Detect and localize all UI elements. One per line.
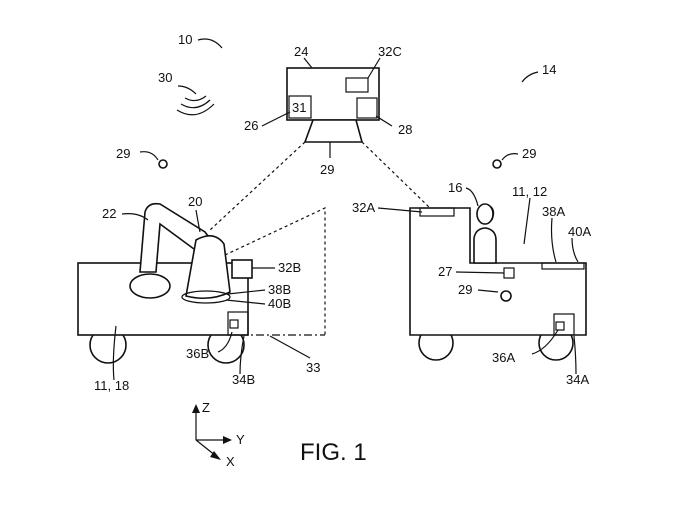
label-hub-right: 28	[398, 122, 412, 137]
label-right-cart: 11, 12	[512, 184, 547, 199]
hub-display	[345, 77, 369, 93]
label-robot-head: 20	[188, 194, 202, 209]
label-beacon-right: 29	[522, 146, 536, 161]
label-left-34: 34B	[232, 372, 255, 387]
figure-caption: FIG. 1	[300, 439, 367, 466]
label-beacon-cart: 29	[458, 282, 472, 297]
projection-line-right	[361, 141, 431, 209]
robot-pad	[181, 290, 231, 304]
label-left-40: 40B	[268, 296, 291, 311]
robot-base	[129, 273, 171, 299]
label-left-display: 32B	[278, 260, 301, 275]
label-robot-arm: 22	[102, 206, 116, 221]
robot-head	[185, 235, 231, 300]
label-right-38: 38A	[542, 204, 565, 219]
label-hub-box: 31	[292, 100, 306, 115]
label-field: 33	[306, 360, 320, 375]
field-outline	[224, 207, 326, 335]
label-beacon-left: 29	[116, 146, 130, 161]
label-left-38: 38B	[268, 282, 291, 297]
hub-box-28	[356, 97, 378, 119]
label-signal: 30	[158, 70, 172, 85]
projection-line-left	[209, 141, 306, 231]
hub-box-31	[288, 95, 312, 119]
beacon-left	[139, 151, 168, 169]
label-right-27: 27	[438, 264, 452, 279]
label-right-36: 36A	[492, 350, 515, 365]
label-right-top: 32A	[352, 200, 375, 215]
label-left-cart: 11, 18	[94, 378, 129, 393]
left-display	[231, 259, 253, 279]
leader-lines	[112, 38, 579, 381]
operator-person	[473, 203, 497, 264]
label-left-36: 36B	[186, 346, 209, 361]
hub-body	[286, 67, 380, 121]
label-system: 10	[178, 32, 192, 47]
label-person: 16	[448, 180, 462, 195]
hub-unit	[209, 67, 431, 231]
axis-triad	[192, 404, 232, 460]
label-right-34: 34A	[566, 372, 589, 387]
robot-arm	[139, 202, 216, 273]
label-hub-left: 26	[244, 118, 258, 133]
axis-z-label: Z	[202, 400, 210, 415]
beacon-cart	[500, 290, 512, 302]
projector-lens	[303, 119, 364, 143]
label-environment: 14	[542, 62, 556, 77]
label-hub: 24	[294, 44, 308, 59]
beacon-right	[492, 153, 519, 169]
label-hub-display: 32C	[378, 44, 402, 59]
wireless-signal-icon	[176, 95, 215, 116]
label-right-40: 40A	[568, 224, 591, 239]
axis-x-label: X	[226, 454, 235, 469]
right-cart	[409, 203, 587, 361]
axis-y-label: Y	[236, 432, 245, 447]
label-projector: 29	[320, 162, 334, 177]
right-panel-38	[541, 262, 585, 270]
right-cart-body	[409, 207, 587, 336]
